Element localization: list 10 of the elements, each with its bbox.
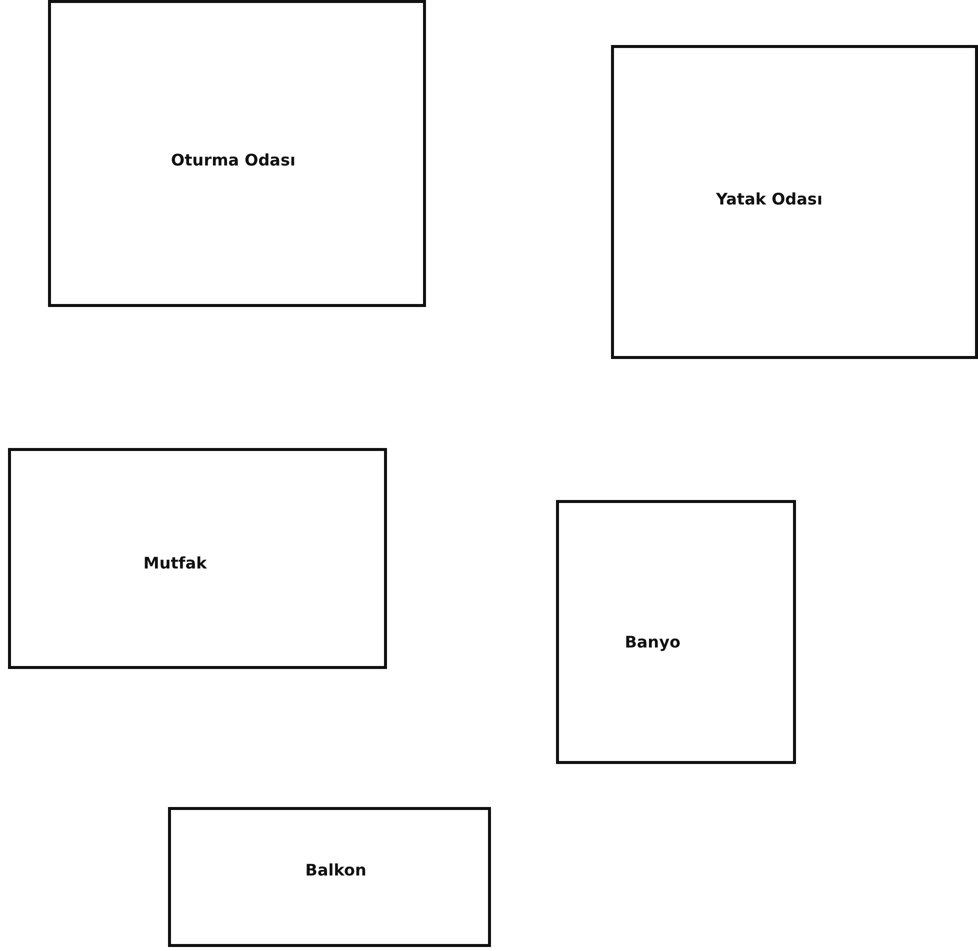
room-box <box>168 807 491 947</box>
room-box <box>8 448 387 669</box>
room-label: Balkon <box>305 860 366 880</box>
room-label: Oturma Odası <box>171 150 296 170</box>
room-label: Yatak Odası <box>716 189 822 208</box>
room-box <box>611 45 978 359</box>
room-label: Banyo <box>624 632 680 652</box>
room-label: Mutfak <box>143 553 207 572</box>
room-box <box>556 500 796 764</box>
room-box <box>48 0 426 307</box>
